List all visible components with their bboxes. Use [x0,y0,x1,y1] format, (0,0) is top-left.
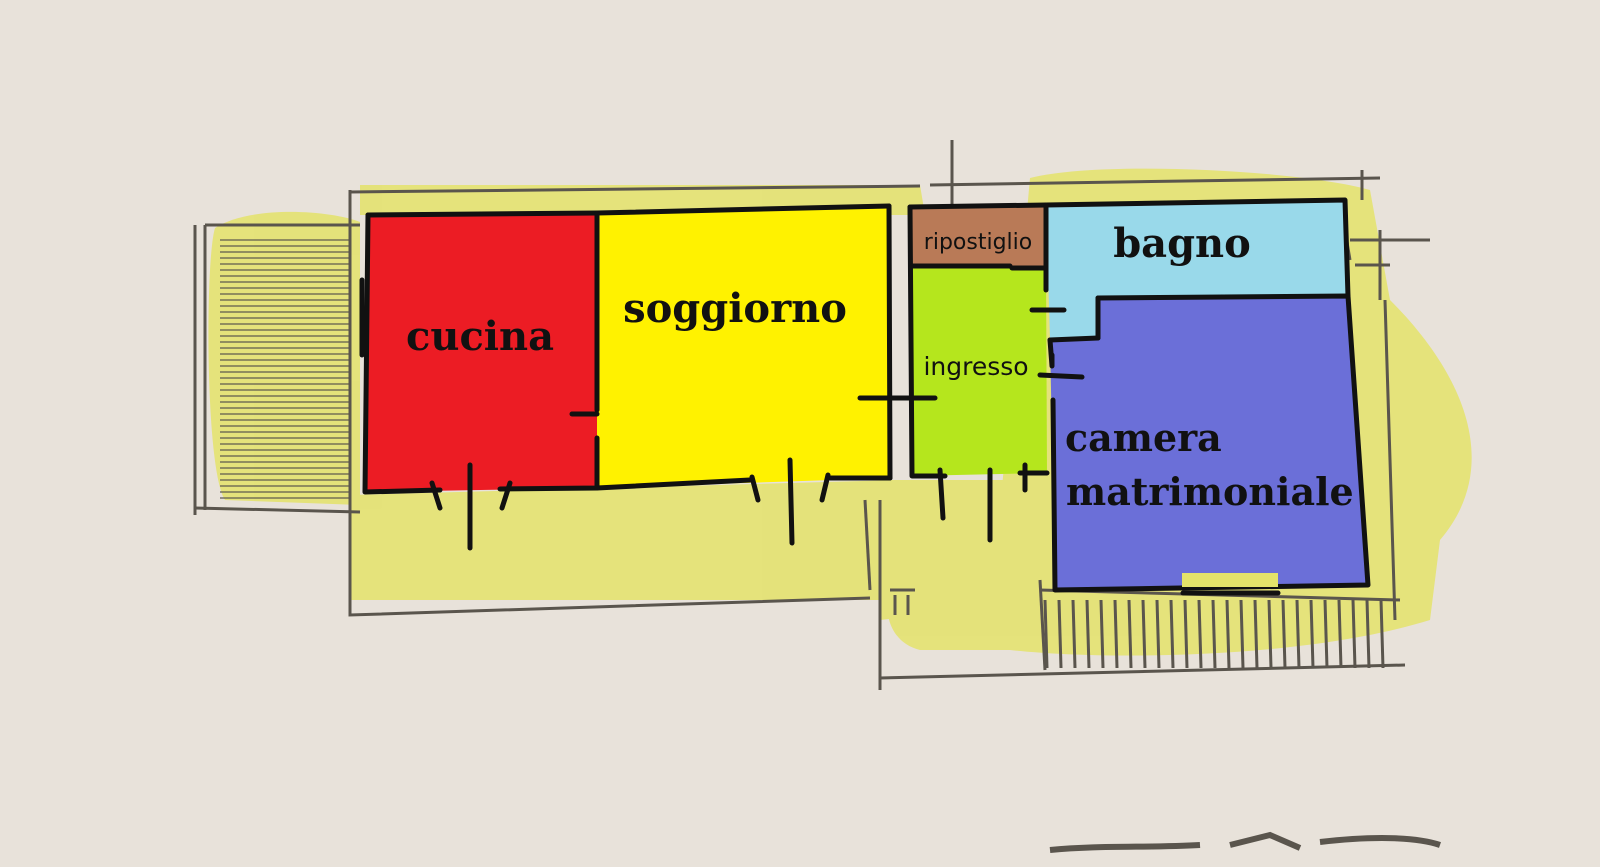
hatch-line [1043,599,1049,669]
room-ripostiglio [910,205,1046,266]
room-cucina [365,213,597,492]
room-bagno [1046,200,1348,340]
room-soggiorno [597,206,890,488]
hatch-line [1113,599,1119,669]
hatch-line [1281,599,1287,669]
hatch-line [1155,599,1161,669]
label-camera: camera [1065,415,1222,460]
hatch-line [1211,599,1217,669]
hatch-line [1127,599,1133,669]
window-highlight [1182,573,1278,587]
hatch-line [1379,599,1385,669]
label-ripostiglio: ripostiglio [924,230,1032,255]
hatch-line [1099,599,1105,669]
hatch-line [1141,599,1147,669]
hatch-line [1169,599,1175,669]
label-matrimoniale: matrimoniale [1066,469,1354,514]
hatch-line [1183,599,1189,669]
hatch-line [1085,599,1091,669]
walls [362,197,1371,593]
hatch-line [1197,599,1203,669]
label-soggiorno: soggiorno [623,285,847,332]
hatch-line [1351,599,1357,669]
hatch-line [1323,599,1329,669]
hatch-line [1225,599,1231,669]
label-cucina: cucina [406,313,554,360]
label-ingresso: ingresso [923,352,1028,381]
hatching-left [220,239,350,499]
hatching-bottom-right [1043,599,1385,669]
hatch-line [1267,599,1273,669]
hatch-line [1239,599,1245,669]
hatch-line [1295,599,1301,669]
bottom-pencil-scribbles [1049,831,1441,853]
hatch-line [1309,599,1315,669]
hatch-line [1253,599,1259,669]
room-camera-matrimoniale [1050,296,1368,590]
label-bagno: bagno [1113,220,1251,267]
door-marks [359,277,1281,596]
hatch-line [1365,599,1371,669]
hatch-line [1337,599,1343,669]
hatch-line [1057,599,1063,669]
hatch-line [1071,599,1077,669]
room-ingresso [912,266,1047,476]
